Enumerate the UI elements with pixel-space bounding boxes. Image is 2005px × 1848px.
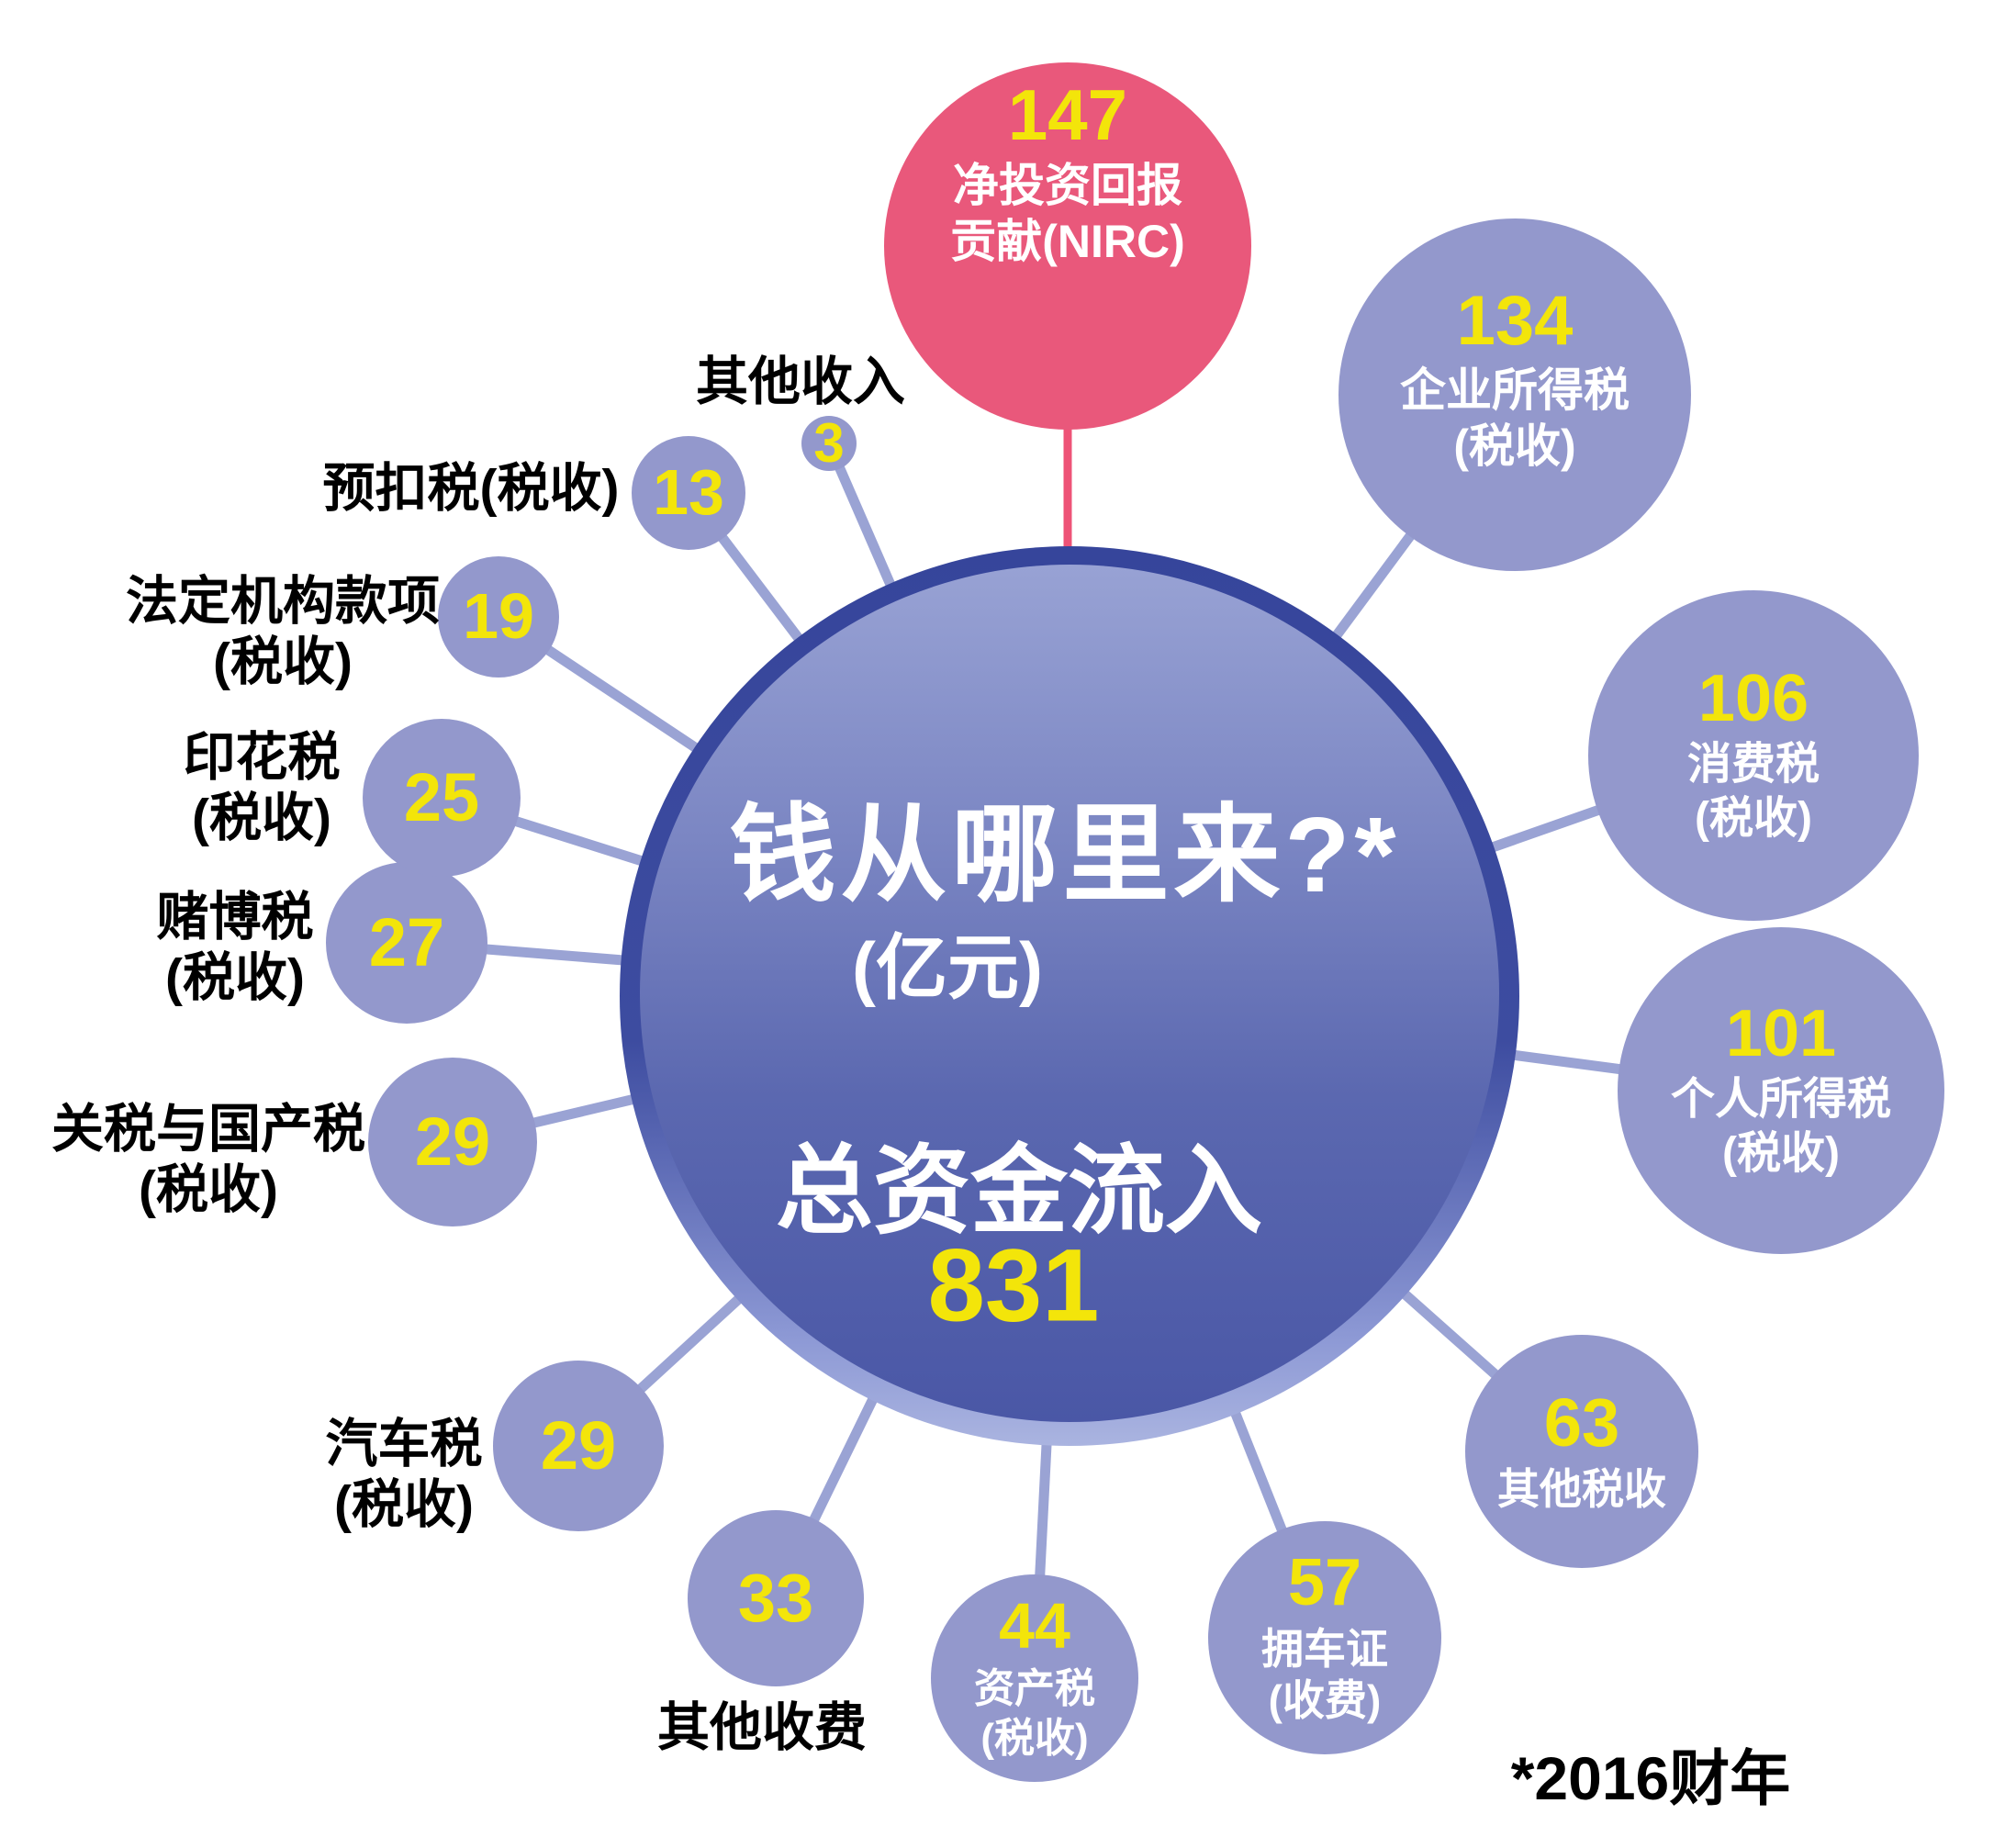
label-line: 关税与国产税 [51, 1099, 365, 1159]
bubble-personal-income-tax: 101 个人所得税 (税收) [1618, 927, 1944, 1254]
bubble-label-line: 拥车证 [1261, 1624, 1388, 1673]
bubble-statutory-boards: 19 [438, 556, 559, 678]
bubble-label-line: 消费税 [1686, 740, 1820, 790]
bubble-gst: 106 消费税 (税收) [1588, 590, 1919, 921]
bubble-value: 29 [414, 1103, 491, 1181]
label-other-fees: 其他收费 [657, 1697, 867, 1758]
bubble-value: 147 [1007, 74, 1128, 156]
center-unit: (亿元) [852, 927, 1043, 1008]
bubble-value: 44 [999, 1589, 1070, 1662]
label-line: 预扣税(税收) [322, 458, 620, 518]
bubble-label-line: 企业所得税 [1400, 364, 1630, 416]
bubble-value: 19 [463, 580, 534, 653]
bubble-label: 个人所得税 (税收) [1671, 1073, 1891, 1181]
label-line: (税收) [213, 633, 353, 691]
label-other-income: 其他收入 [696, 352, 905, 412]
bubble-other-taxes: 63 其他税收 [1465, 1335, 1698, 1568]
center-total-value: 831 [927, 1227, 1100, 1343]
bubble-label: 其他税收 [1497, 1463, 1666, 1515]
footnote-fiscal-year: *2016财年 [1510, 1744, 1791, 1812]
bubble-value: 27 [368, 904, 445, 981]
bubble-stamp-duty: 25 [363, 719, 521, 877]
bubble-value: 63 [1543, 1384, 1620, 1462]
label-statutory-boards: 法定机构款项 (税收) [126, 571, 440, 692]
bubble-label: 净投资回报 贡献(NIRC) [950, 158, 1185, 270]
bubble-label-line: 贡献(NIRC) [950, 215, 1185, 267]
bubble-label: 资产税 (税收) [974, 1664, 1095, 1763]
bubble-label: 拥车证 (收费) [1261, 1623, 1388, 1726]
bubble-label-line: (税收) [980, 1715, 1089, 1761]
center-total-label: 总资金流入 [776, 1137, 1262, 1246]
bubble-label-line: (税收) [1722, 1128, 1840, 1178]
bubble-value: 134 [1456, 282, 1574, 361]
center-total-bubble [620, 546, 1519, 1446]
center-title: 钱从哪里来?* [729, 795, 1401, 914]
bubble-label: 企业所得税 (税收) [1400, 363, 1630, 475]
bubble-value: 101 [1725, 996, 1837, 1070]
bubble-value: 106 [1697, 661, 1809, 735]
label-vehicle-taxes: 汽车税 (税收) [326, 1414, 483, 1535]
label-line: 其他收入 [696, 352, 905, 411]
label-line: 汽车税 [325, 1414, 483, 1473]
label-withholding-tax: 预扣税(税收) [323, 458, 620, 519]
bubble-label-line: 净投资回报 [953, 159, 1182, 211]
label-line: (税收) [139, 1160, 278, 1219]
bubble-other-fees: 33 [688, 1510, 864, 1686]
label-stamp-duty: 印花税 (税收) [184, 727, 341, 848]
bubble-label-line: 其他税收 [1497, 1464, 1666, 1513]
bubble-label-line: (收费) [1268, 1675, 1382, 1724]
bubble-asset-taxes: 44 资产税 (税收) [931, 1574, 1138, 1782]
label-line: (税收) [334, 1475, 474, 1534]
bubble-corporate-income-tax: 134 企业所得税 (税收) [1339, 218, 1691, 571]
label-line: 其他收费 [657, 1697, 867, 1757]
bubble-customs-excise: 29 [368, 1058, 537, 1226]
bubble-coe: 57 拥车证 (收费) [1208, 1521, 1441, 1754]
bubble-label-line: (税收) [1695, 793, 1812, 843]
bubble-betting-taxes: 27 [326, 862, 487, 1024]
bubble-value: 25 [403, 759, 480, 836]
label-line: (税收) [165, 948, 305, 1007]
label-line: (税收) [192, 789, 331, 847]
bubble-label-line: 个人所得税 [1670, 1075, 1891, 1125]
bubble-value: 3 [813, 412, 845, 475]
bubble-other-income: 3 [801, 412, 857, 475]
label-customs-excise: 关税与国产税 (税收) [51, 1099, 365, 1220]
bubble-withholding-tax: 13 [632, 436, 745, 550]
bubble-label-line: 资产税 [974, 1666, 1095, 1712]
bubble-label: 消费税 (税收) [1687, 738, 1820, 846]
bubble-value: 29 [540, 1407, 617, 1484]
bubble-vehicle-taxes: 29 [493, 1361, 664, 1531]
bubble-value: 33 [737, 1560, 814, 1637]
bubble-value: 57 [1287, 1546, 1362, 1620]
label-line: 印花税 [183, 727, 341, 787]
bubble-nirc: 147 净投资回报 贡献(NIRC) [884, 62, 1251, 430]
label-line: 法定机构款项 [126, 571, 440, 631]
label-betting-taxes: 赌博税 (税收) [157, 887, 314, 1008]
center-bubble-fill [640, 565, 1499, 1422]
label-line: 赌博税 [156, 887, 314, 946]
bubble-value: 13 [653, 456, 724, 529]
bubble-label-line: (税收) [1453, 420, 1576, 472]
